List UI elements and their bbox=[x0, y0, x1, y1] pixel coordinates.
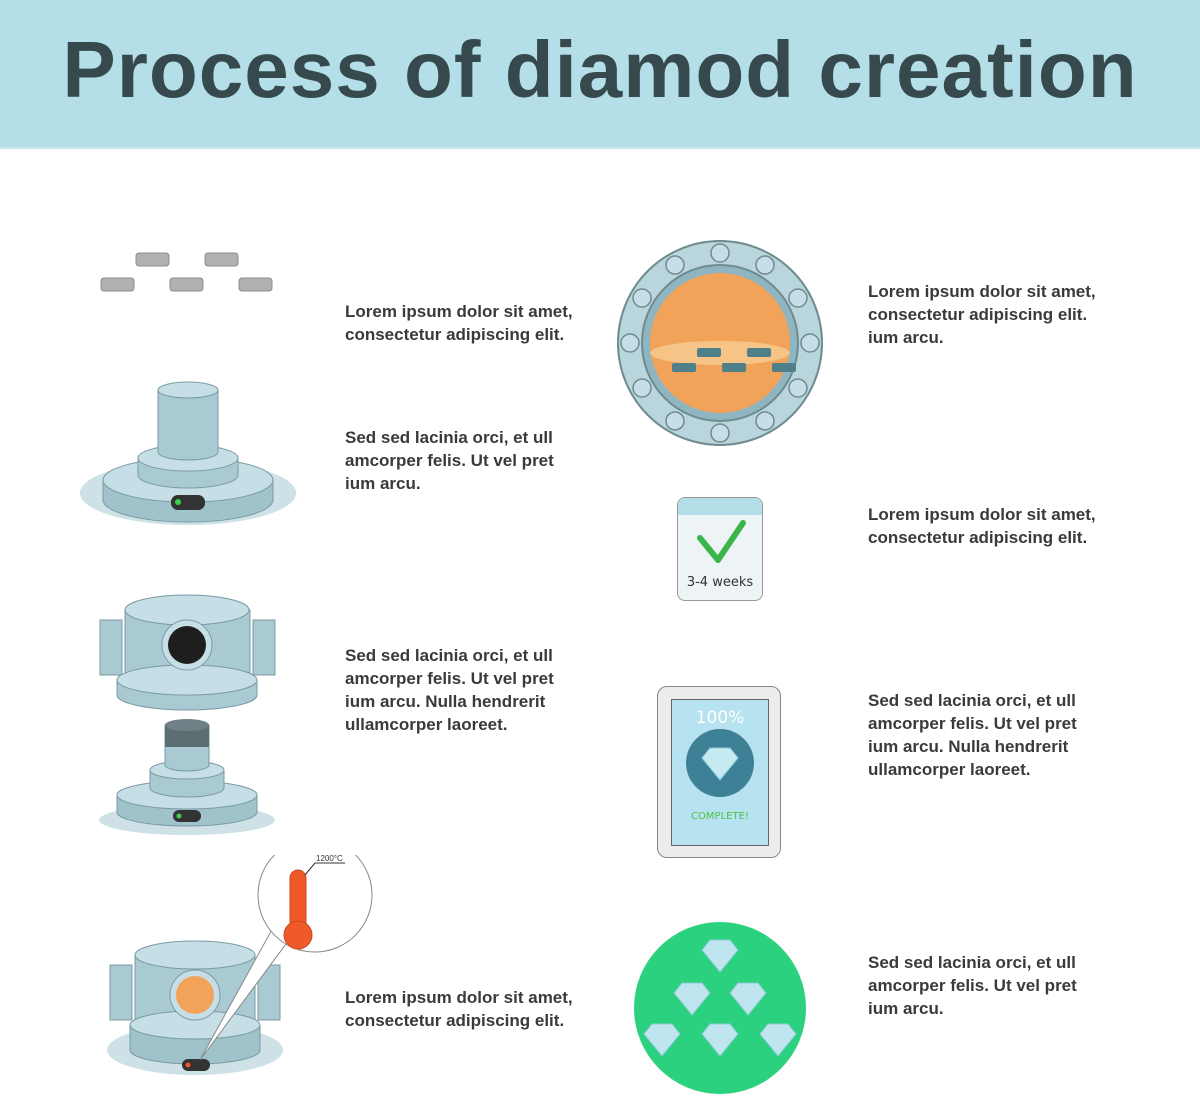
step-text-left-3: Sed sed lacinia orci, et ull amcorper fe… bbox=[345, 646, 554, 734]
header-banner: Process of diamod creation bbox=[0, 0, 1200, 149]
bolt-icon bbox=[755, 411, 775, 431]
step-text-left-2: Sed sed lacinia orci, et ull amcorper fe… bbox=[345, 428, 554, 493]
porthole-growth-icon bbox=[617, 240, 823, 446]
diamond-icon bbox=[643, 1023, 681, 1057]
bolt-icon bbox=[632, 288, 652, 308]
diamond-icon bbox=[701, 1023, 739, 1057]
calendar-check-icon: 3-4 weeks bbox=[677, 497, 763, 601]
bolt-icon bbox=[620, 333, 640, 353]
tablet-complete-icon: 100% COMPLETE! bbox=[657, 686, 781, 858]
duration-label: 3-4 weeks bbox=[686, 575, 754, 590]
bolt-icon bbox=[710, 243, 730, 263]
seed-holder-base-icon bbox=[80, 381, 296, 525]
diamond-icon bbox=[729, 982, 767, 1016]
bolt-icon bbox=[755, 255, 775, 275]
bolt-icon bbox=[788, 378, 808, 398]
page-title: Process of diamod creation bbox=[62, 25, 1138, 114]
bolt-icon bbox=[800, 333, 820, 353]
step-text-right-4: Sed sed lacinia orci, et ull amcorper fe… bbox=[868, 953, 1077, 1018]
checkmark-icon bbox=[697, 520, 746, 563]
diamonds-pile-icon bbox=[634, 922, 806, 1094]
step-text-right-3: Sed sed lacinia orci, et ull amcorper fe… bbox=[868, 691, 1077, 779]
diamond-icon bbox=[759, 1023, 797, 1057]
heated-chamber-icon: 1200°C bbox=[107, 855, 373, 1075]
diamond-icon bbox=[673, 982, 711, 1016]
diamond-badge-icon bbox=[686, 729, 754, 797]
chamber-assembly-icon bbox=[99, 594, 276, 835]
diamond-seeds-icon bbox=[100, 252, 273, 292]
bolt-icon bbox=[632, 378, 652, 398]
progress-label: 100% bbox=[695, 708, 745, 728]
diamond-icon bbox=[701, 939, 739, 973]
bolt-icon bbox=[665, 255, 685, 275]
step-text-left-1: Lorem ipsum dolor sit amet, consectetur … bbox=[345, 302, 573, 344]
status-label: COMPLETE! bbox=[691, 811, 749, 822]
temperature-label: 1200°C bbox=[316, 855, 343, 863]
step-text-right-2: Lorem ipsum dolor sit amet, consectetur … bbox=[868, 505, 1096, 547]
bolt-icon bbox=[788, 288, 808, 308]
bolt-icon bbox=[665, 411, 685, 431]
step-text-left-4: Lorem ipsum dolor sit amet, consectetur … bbox=[345, 988, 573, 1030]
bolt-icon bbox=[710, 423, 730, 443]
step-text-right-1: Lorem ipsum dolor sit amet, consectetur … bbox=[868, 282, 1096, 347]
